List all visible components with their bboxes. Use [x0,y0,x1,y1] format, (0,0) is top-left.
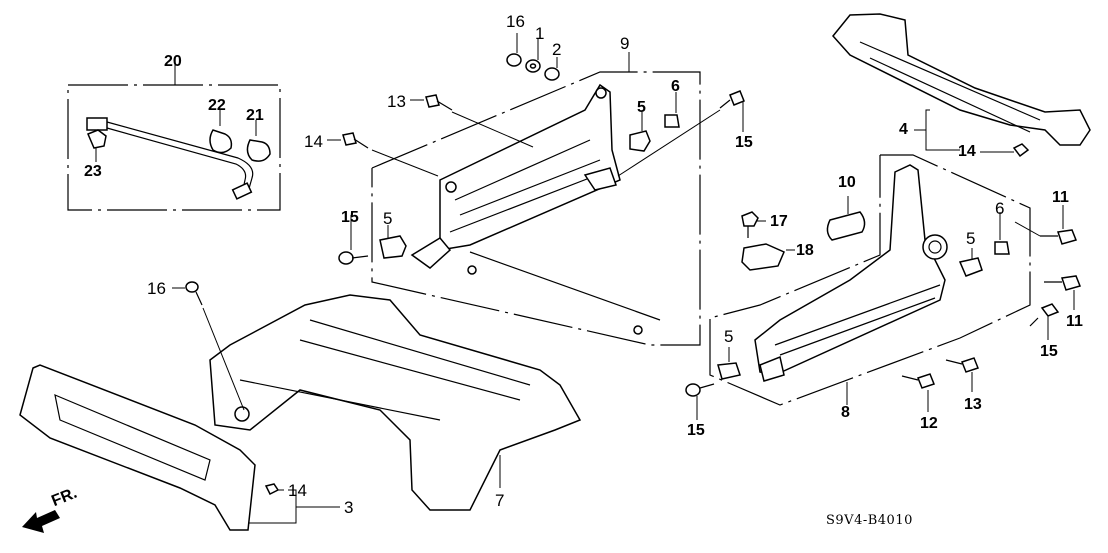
callout-3[interactable]: 3 [344,498,354,517]
callout-17[interactable]: 16 [506,12,525,31]
harness-clip-21[interactable] [246,120,271,162]
harness-group-box [67,60,281,211]
harness-clip-23[interactable] [87,129,107,162]
right-adjuster-group-box [709,154,1031,406]
right-seat-adjuster[interactable] [754,164,948,382]
bolt-15-left[interactable] [338,215,369,265]
harness-clip-22[interactable] [209,110,233,154]
callout-21[interactable]: 21 [246,107,264,124]
callout-23[interactable]: 23 [84,163,102,180]
callout-15-right[interactable]: 15 [1040,343,1058,360]
clip-14-upper[interactable] [1012,143,1030,158]
drawing-code: S9V4-B4010 [826,513,913,528]
callout-5-left[interactable]: 5 [383,209,393,228]
callout-6-right[interactable]: 6 [995,199,1005,218]
callout-15-left[interactable]: 15 [341,209,359,226]
callout-12-lower[interactable]: 12 [920,415,938,432]
callout-10[interactable]: 10 [838,174,856,191]
left-adjuster-rod[interactable] [467,251,661,335]
bolt-15-upper[interactable] [617,90,745,177]
callout-14-upper[interactable]: 14 [958,143,976,160]
bolt-12-lower[interactable] [901,373,935,412]
callout-14-lower[interactable]: 14 [288,481,307,500]
callout-13-upper[interactable]: 13 [387,92,406,111]
callout-20[interactable]: 20 [164,53,182,70]
left-adjuster-group-box [371,52,701,346]
wire-harness[interactable] [86,117,254,200]
cap-2[interactable] [544,57,560,81]
callout-19[interactable]: 18 [796,242,814,259]
callout-7[interactable]: 7 [495,491,505,510]
bolt-11-lower[interactable] [1044,275,1082,310]
front-cover[interactable] [19,364,256,531]
callout-22[interactable]: 22 [208,97,226,114]
callout-1[interactable]: 1 [535,24,545,43]
clip-5-left[interactable] [379,225,407,259]
clip-5-right[interactable] [958,248,983,277]
clip-5-lower[interactable] [717,347,741,380]
callout-15-upper[interactable]: 15 [735,134,753,151]
bolt-15-lower[interactable] [685,383,715,420]
clip-6-mid[interactable] [664,92,680,128]
left-seat-adjuster[interactable] [410,83,621,269]
bolt-16[interactable] [172,281,245,411]
cover-4-bracket [914,109,1014,153]
clip-5-mid[interactable] [629,112,651,152]
bolt-18[interactable] [741,211,766,238]
clip-6-right[interactable] [994,212,1010,255]
callout-12-right[interactable]: 13 [964,396,982,413]
bolt-15-right[interactable] [1029,303,1060,340]
callout-5-mid[interactable]: 5 [637,99,646,116]
seat-frame[interactable] [209,294,582,511]
release-handle-10[interactable] [826,196,866,241]
callout-18[interactable]: 17 [770,213,788,230]
callout-2[interactable]: 2 [552,40,562,59]
callout-11-lower[interactable]: 11 [1066,313,1083,330]
callout-16[interactable]: 16 [147,279,166,298]
callout-15-lower[interactable]: 15 [687,422,705,439]
callout-5-lower[interactable]: 5 [724,327,734,346]
nut-17[interactable] [506,33,522,67]
callout-11-upper[interactable]: 11 [1052,189,1069,206]
front-arrow-icon [22,510,60,533]
callout-13-lower[interactable]: 14 [304,132,323,151]
right-outer-cover[interactable] [832,13,1091,146]
callout-6-mid[interactable]: 6 [671,78,680,95]
callout-5-right[interactable]: 5 [966,229,976,248]
bolt-12-right[interactable] [945,357,979,392]
bolt-13-lower[interactable] [327,132,439,177]
callout-9[interactable]: 9 [620,34,630,53]
washer-1[interactable] [525,38,541,73]
clip-14-lower[interactable] [264,483,280,496]
sensor-19[interactable] [741,243,795,271]
bolt-11-upper[interactable] [1014,205,1078,245]
bolt-13-upper[interactable] [410,94,534,148]
callout-4[interactable]: 4 [899,121,908,138]
callout-8[interactable]: 8 [841,404,850,421]
